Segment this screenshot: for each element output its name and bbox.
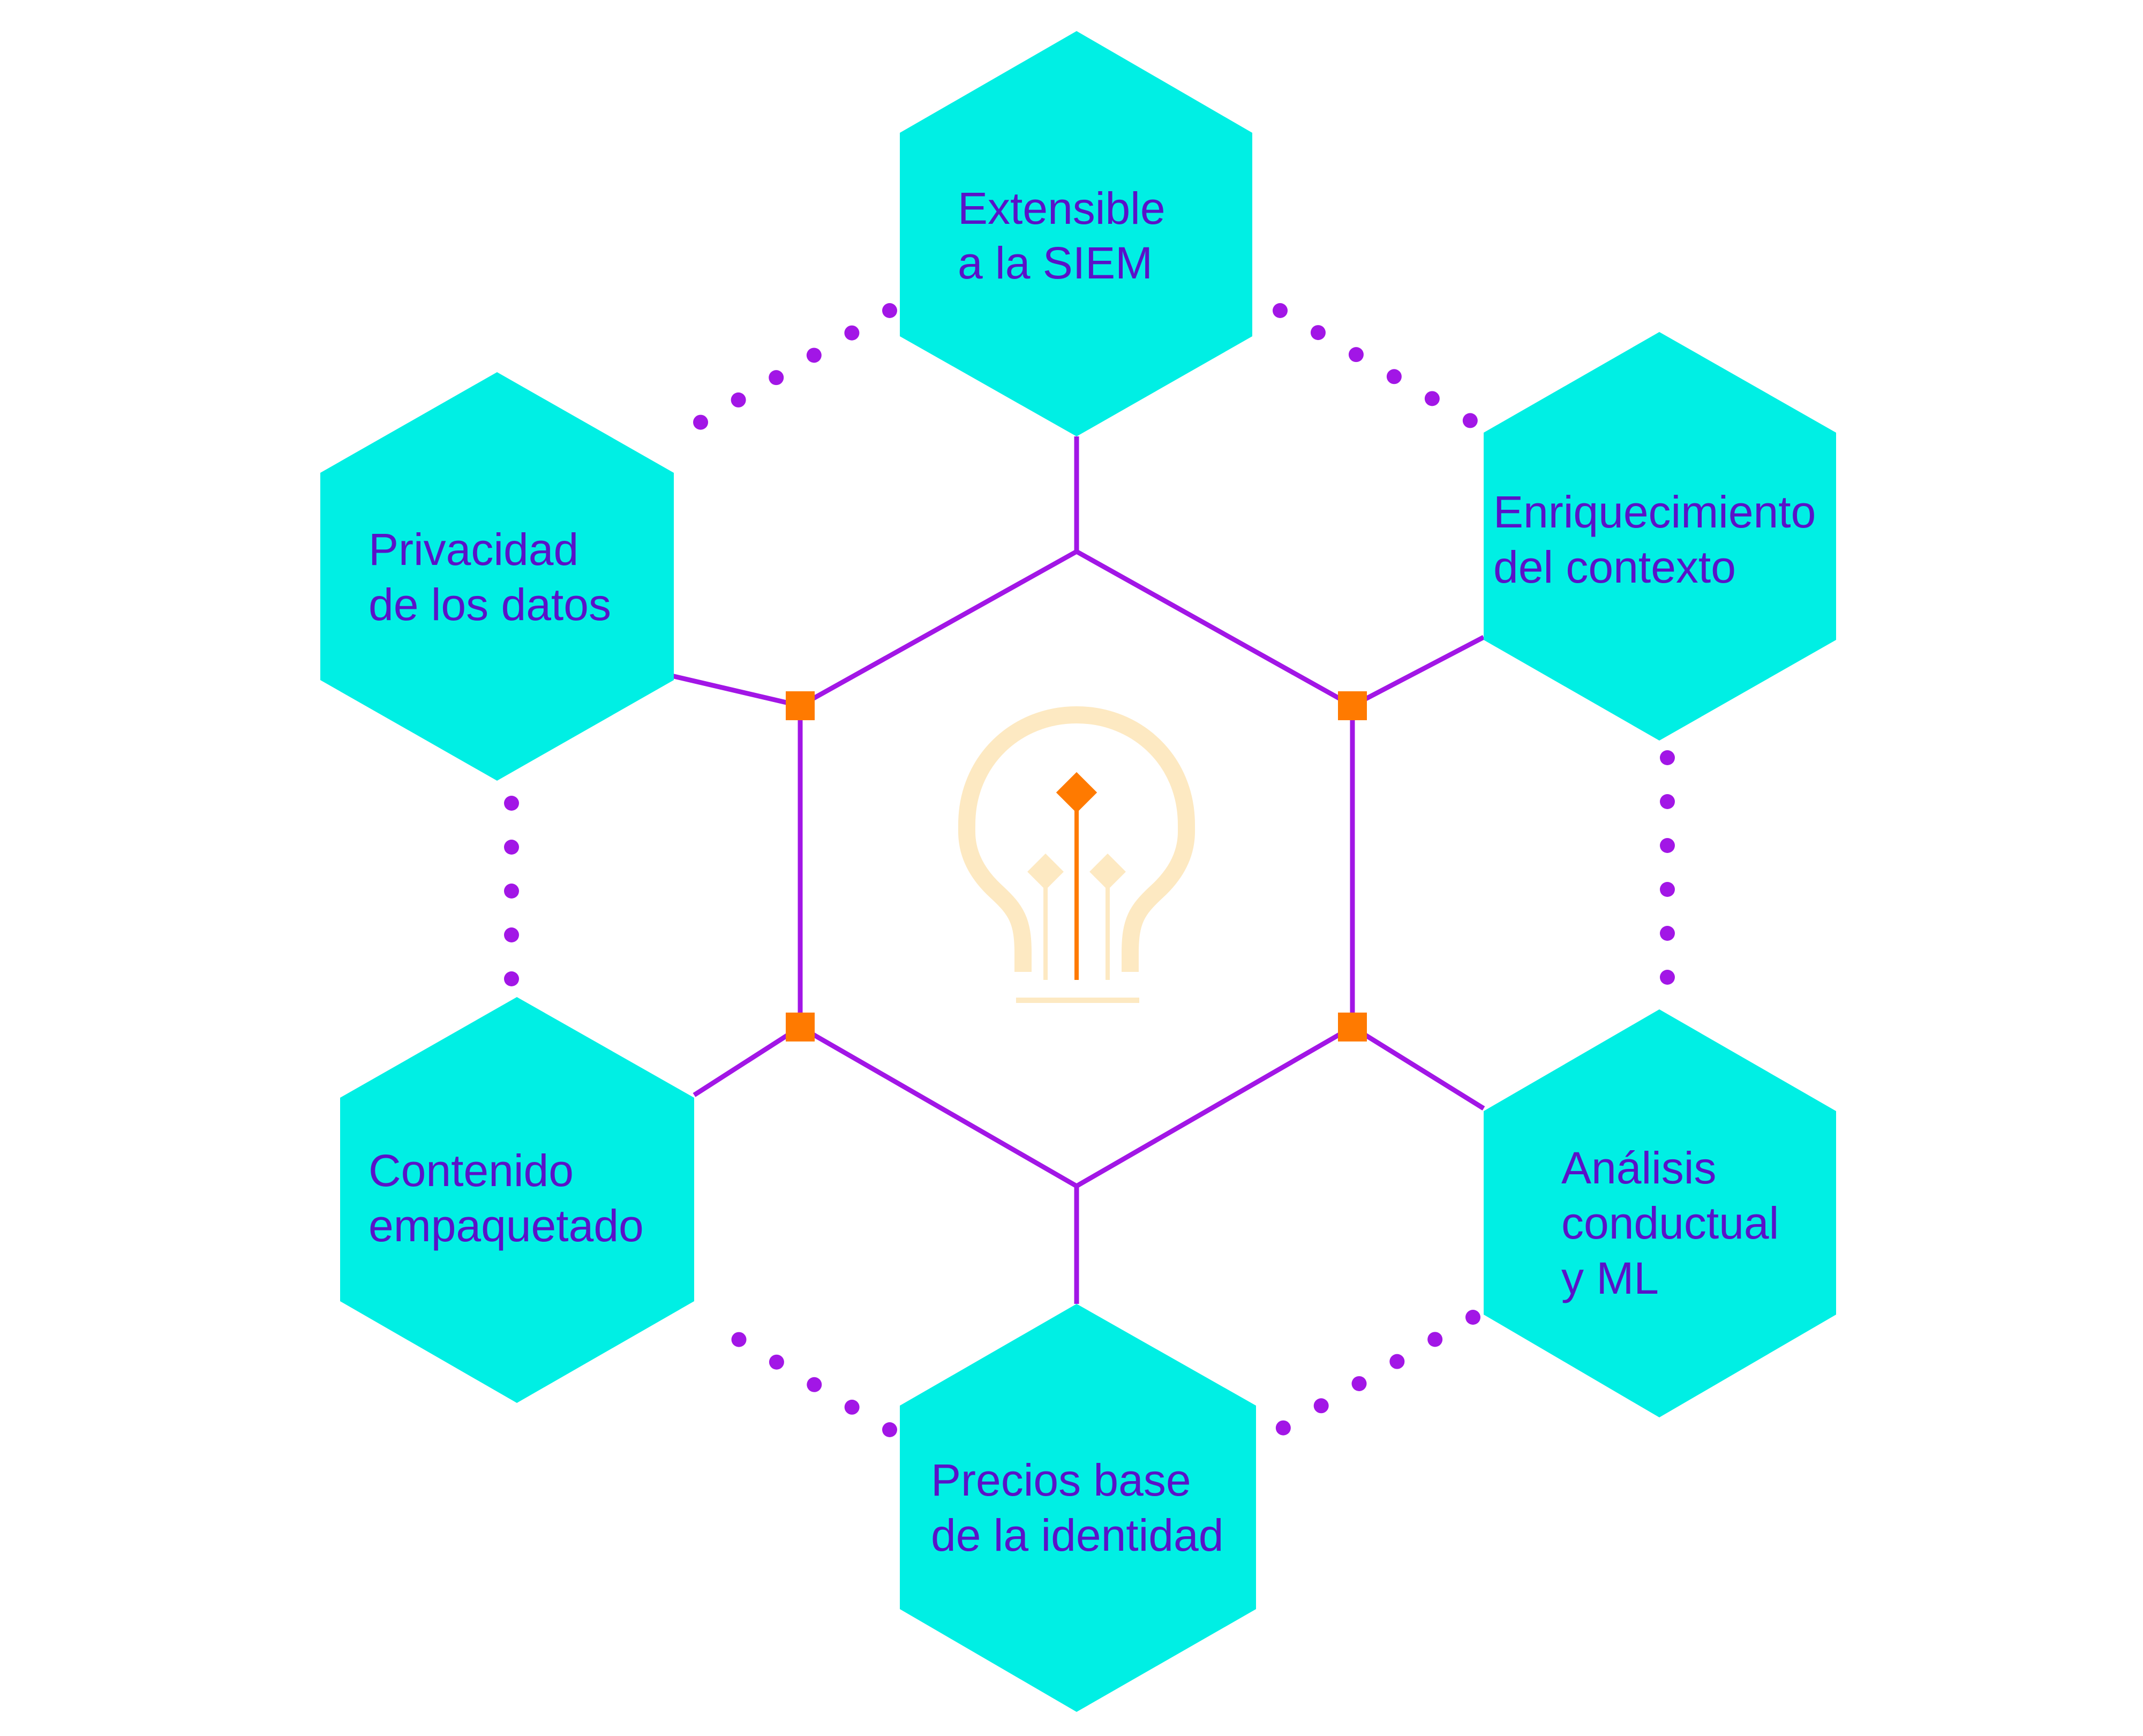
label-top-line-1: Extensible bbox=[958, 183, 1166, 233]
label-bottom-line-1: Precios base bbox=[931, 1455, 1191, 1505]
junction-marker-lower-right bbox=[1338, 1013, 1367, 1041]
label-lower-right-line-1: Análisis bbox=[1561, 1143, 1716, 1193]
spoke-upper-left bbox=[671, 673, 801, 708]
junction-marker-upper-right bbox=[1338, 691, 1367, 720]
hexagon-top bbox=[900, 31, 1252, 436]
label-lower-right-line-3: y ML bbox=[1561, 1253, 1659, 1303]
hexagon-lower-left bbox=[340, 997, 694, 1403]
junction-marker-upper-left bbox=[786, 691, 815, 720]
junction-markers bbox=[786, 691, 1367, 1041]
feature-labels: Extensible a la SIEM Enriquecimiento del… bbox=[369, 183, 1829, 1560]
spoke-lower-right bbox=[1351, 1025, 1485, 1111]
label-lower-left-line-1: Contenido bbox=[369, 1145, 574, 1196]
hexagon-lower-right bbox=[1484, 1009, 1836, 1417]
label-upper-right-line-2: del contexto bbox=[1493, 542, 1736, 592]
junction-marker-lower-left bbox=[786, 1013, 815, 1041]
dotted-link-bottom-lower-left bbox=[694, 1310, 897, 1437]
hexagon-bottom bbox=[900, 1304, 1256, 1712]
lightbulb-icon bbox=[958, 706, 1195, 1003]
dotted-link-lower-right-bottom bbox=[1273, 1310, 1480, 1437]
label-top: Extensible a la SIEM bbox=[958, 183, 1178, 288]
lightbulb-side-diamond-right bbox=[1089, 854, 1126, 890]
label-lower-left-line-2: empaquetado bbox=[369, 1201, 644, 1251]
dotted-link-top-upper-right bbox=[1273, 303, 1491, 436]
label-upper-left-line-1: Privacidad bbox=[369, 524, 578, 575]
lightbulb-center-diamond bbox=[1056, 772, 1097, 813]
label-bottom: Precios base de la identidad bbox=[931, 1455, 1223, 1560]
spoke-lower-left bbox=[693, 1025, 802, 1097]
label-lower-left: Contenido empaquetado bbox=[369, 1145, 644, 1251]
label-lower-right-line-2: conductual bbox=[1561, 1198, 1779, 1248]
label-upper-left: Privacidad de los datos bbox=[369, 524, 611, 630]
label-upper-left-line-2: de los datos bbox=[369, 579, 611, 630]
dotted-link-top-upper-left bbox=[656, 303, 897, 452]
label-lower-right: Análisis conductual y ML bbox=[1561, 1143, 1792, 1303]
label-upper-right: Enriquecimiento del contexto bbox=[1493, 487, 1829, 592]
feature-hexagons bbox=[320, 31, 1836, 1712]
dotted-links bbox=[504, 303, 1675, 1437]
label-upper-right-line-1: Enriquecimiento bbox=[1493, 487, 1816, 537]
spoke-upper-right bbox=[1351, 635, 1485, 708]
lightbulb-outline bbox=[958, 706, 1195, 972]
label-bottom-line-2: de la identidad bbox=[931, 1510, 1223, 1560]
hexagon-upper-left bbox=[320, 372, 674, 781]
hexagon-upper-right bbox=[1484, 332, 1836, 741]
label-top-line-2: a la SIEM bbox=[958, 238, 1153, 288]
